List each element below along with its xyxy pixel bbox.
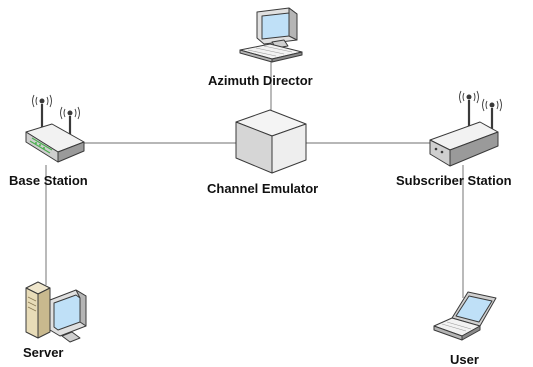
laptop-icon <box>433 291 497 341</box>
connection-lines <box>45 55 464 298</box>
channel-emulator-label: Channel Emulator <box>207 181 319 196</box>
emulator-box-icon <box>235 109 307 174</box>
azimuth-director-label: Azimuth Director <box>208 73 313 88</box>
wireless-router-icon <box>25 94 85 163</box>
subscriber-station-label: Subscriber Station <box>396 173 512 188</box>
server-label: Server <box>23 345 64 360</box>
desktop-computer-icon <box>239 7 303 63</box>
server-workstation-icon <box>25 281 87 343</box>
base-station-label: Base Station <box>9 173 88 188</box>
wireless-router-icon <box>429 90 502 167</box>
